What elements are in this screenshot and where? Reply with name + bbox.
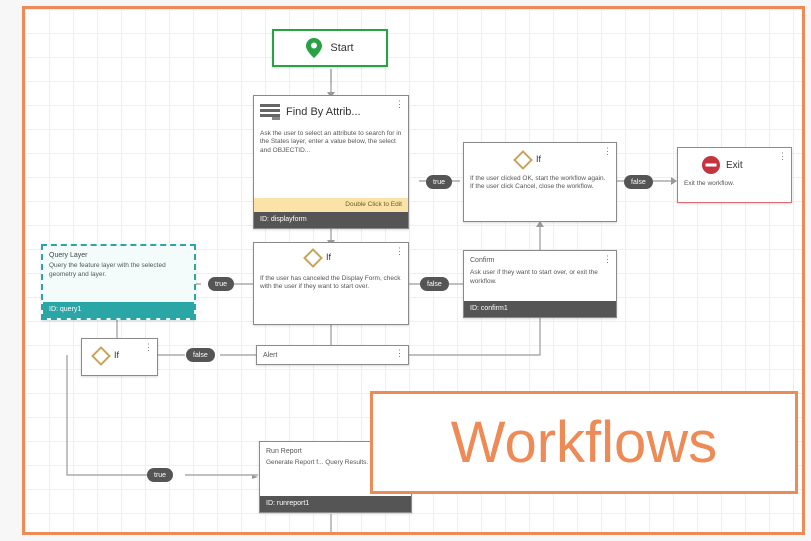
form-icon [260,104,280,120]
query-layer-title: Query Layer [49,252,88,259]
find-by-attribute-title: Find By Attrib... [286,105,361,118]
alert-title: Alert [263,352,278,359]
find-by-attribute-node[interactable]: ⋮ Find By Attrib... Ask the user to sele… [253,95,409,229]
start-label: Start [330,41,354,54]
query-layer-node[interactable]: Query Layer Query the feature layer with… [41,244,196,320]
kebab-menu-icon[interactable]: ⋮ [778,151,787,161]
if-top-description: If the user clicked OK, start the workfl… [470,175,606,191]
if-node-left[interactable]: ⋮ If [81,338,158,376]
edge-label-true: true [426,175,453,189]
alert-node[interactable]: ⋮ Alert [256,345,409,365]
exit-node[interactable]: ⋮ Exit Exit the workflow. [677,147,792,203]
workflows-title: Workflows [450,410,718,475]
kebab-menu-icon[interactable]: ⋮ [395,348,404,358]
run-report-title: Run Report [266,448,302,455]
confirm-description: Ask user if they want to start over, or … [470,269,598,285]
edge-label-false: false [624,175,653,189]
run-report-id: ID: runreport1 [260,496,411,512]
find-by-attribute-id: ID: displayform [254,212,408,228]
if-left-title: If [114,350,120,361]
workflows-title-badge: Workflows [370,391,798,494]
exit-title: Exit [726,159,743,171]
workflow-canvas[interactable]: Start ⋮ Find By Attrib... Ask the user t… [22,6,805,535]
confirm-id: ID: confirm1 [464,301,616,317]
exit-description: Exit the workflow. [684,180,735,187]
if-node-top[interactable]: ⋮ If If the user clicked OK, start the w… [463,142,617,222]
double-click-edit-bar[interactable]: Double Click to Edit [254,198,408,212]
start-node[interactable]: Start [272,29,388,67]
edge-label-true: true [208,277,235,291]
diamond-icon [303,248,323,268]
edge-label-false: false [186,348,215,362]
kebab-menu-icon[interactable]: ⋮ [603,254,612,264]
if-middle-title: If [326,252,332,263]
query-layer-description: Query the feature layer with the selecte… [49,262,166,278]
kebab-menu-icon[interactable]: ⋮ [395,246,404,256]
query-layer-id: ID: query1 [43,302,194,318]
confirm-node[interactable]: ⋮ Confirm Ask user if they want to start… [463,250,617,318]
diamond-icon [91,346,111,366]
edge-label-true: true [147,468,174,482]
map-pin-icon [306,38,323,58]
confirm-title: Confirm [470,257,495,264]
no-entry-icon [702,156,720,174]
kebab-menu-icon[interactable]: ⋮ [395,99,404,109]
if-middle-description: If the user has canceled the Display For… [260,275,401,291]
if-top-title: If [536,154,542,165]
diamond-icon [513,150,533,170]
kebab-menu-icon[interactable]: ⋮ [603,146,612,156]
kebab-menu-icon[interactable]: ⋮ [144,342,153,352]
if-node-middle[interactable]: ⋮ If If the user has canceled the Displa… [253,242,409,325]
edge-label-false: false [420,277,449,291]
run-report-description: Generate Report f... Query Results. [266,459,369,467]
find-by-attribute-description: Ask the user to select an attribute to s… [260,130,402,154]
